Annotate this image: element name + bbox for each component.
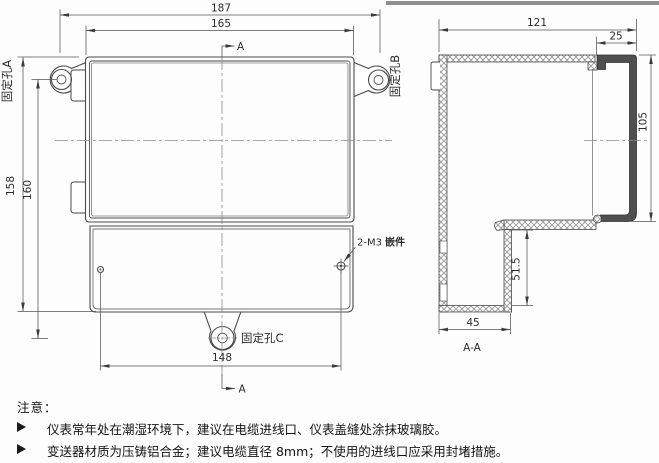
hole-b-outer	[367, 69, 390, 91]
dim-label-148: 148	[212, 352, 232, 364]
arrow-bullet-icon	[17, 422, 26, 432]
technical-drawing: 187 165 158 160 148 A A 固定孔A 固定孔B 固定孔C 2…	[0, 3, 656, 394]
lid-outline	[84, 56, 355, 223]
hinge-tab-bottom	[70, 181, 86, 214]
dim-label-158: 158	[5, 176, 17, 196]
front-view	[49, 56, 392, 376]
section-marker-a-top: A	[237, 41, 245, 53]
section-lid	[596, 54, 637, 222]
dim-label-45: 45	[466, 317, 479, 329]
lid-inner-line-2	[91, 62, 349, 217]
label-hole-c: 固定孔C	[241, 331, 284, 345]
section-cut-bottom	[221, 374, 224, 389]
label-insert-prefix: 2-M3	[357, 238, 382, 249]
note-text: 变送器材质为压铸铝合金；建议电缆直径 8mm；不使用的进线口应采用封堵措施。	[47, 444, 509, 459]
dim-label-51: 51.5	[511, 257, 523, 280]
dim-label-160: 160	[22, 180, 34, 200]
mount-ear-c	[203, 311, 242, 351]
section-step-horizontal-wall	[503, 219, 597, 230]
note-item: 仪表常年处在潮湿环境下，建议在电缆进线口、仪表盖缝处涂抹玻璃胶。	[17, 419, 647, 438]
section-view	[430, 54, 647, 313]
section-wall-notch-1	[439, 240, 448, 254]
mount-ear-b	[353, 61, 391, 98]
note-item: 变送器材质为压铸铝合金；建议电缆直径 8mm；不使用的进线口应采用封堵措施。	[17, 441, 647, 460]
dim-label-165: 165	[211, 18, 231, 30]
dim-label-187: 187	[211, 3, 231, 15]
section-top-lip	[587, 61, 598, 71]
hole-b-inner	[373, 75, 384, 85]
section-wall-end-bead	[593, 214, 602, 224]
section-bottom-wall	[438, 305, 512, 313]
note-text: 仪表常年处在潮湿环境下，建议在电缆进线口、仪表盖缝处涂抹玻璃胶。	[47, 422, 448, 437]
section-wall-notch-2	[439, 283, 448, 302]
panel-hole-left-center	[99, 268, 102, 271]
section-left-wall	[438, 54, 448, 313]
insert-leader	[343, 246, 356, 262]
dim-label-105: 105	[638, 112, 650, 132]
lid-inner-line-1	[89, 60, 351, 219]
arrow-bullet-icon	[17, 444, 26, 454]
label-hole-b: 固定孔B	[388, 55, 402, 97]
window-edge-strip	[386, 1, 659, 5]
section-top-wall	[438, 54, 596, 63]
section-marker-a-bottom: A	[239, 384, 247, 394]
section-cut-top	[221, 45, 224, 58]
section-step-wall-tip	[494, 219, 505, 231]
label-insert-suffix: 嵌件	[385, 236, 405, 249]
terminal-panel-inner-line	[92, 228, 351, 310]
dim-label-25: 25	[609, 31, 622, 43]
section-view-dimensions	[438, 19, 656, 334]
terminal-panel-outline	[89, 225, 354, 313]
notes-title: 注意：	[17, 400, 58, 415]
hinge-tab-top	[70, 69, 86, 102]
panel-hole-left	[96, 265, 105, 274]
front-view-dimensions	[17, 9, 381, 391]
section-title: A-A	[463, 342, 482, 354]
label-hole-a: 固定孔A	[0, 60, 14, 102]
dim-label-121: 121	[527, 17, 547, 29]
section-hinge-tab	[430, 61, 440, 91]
